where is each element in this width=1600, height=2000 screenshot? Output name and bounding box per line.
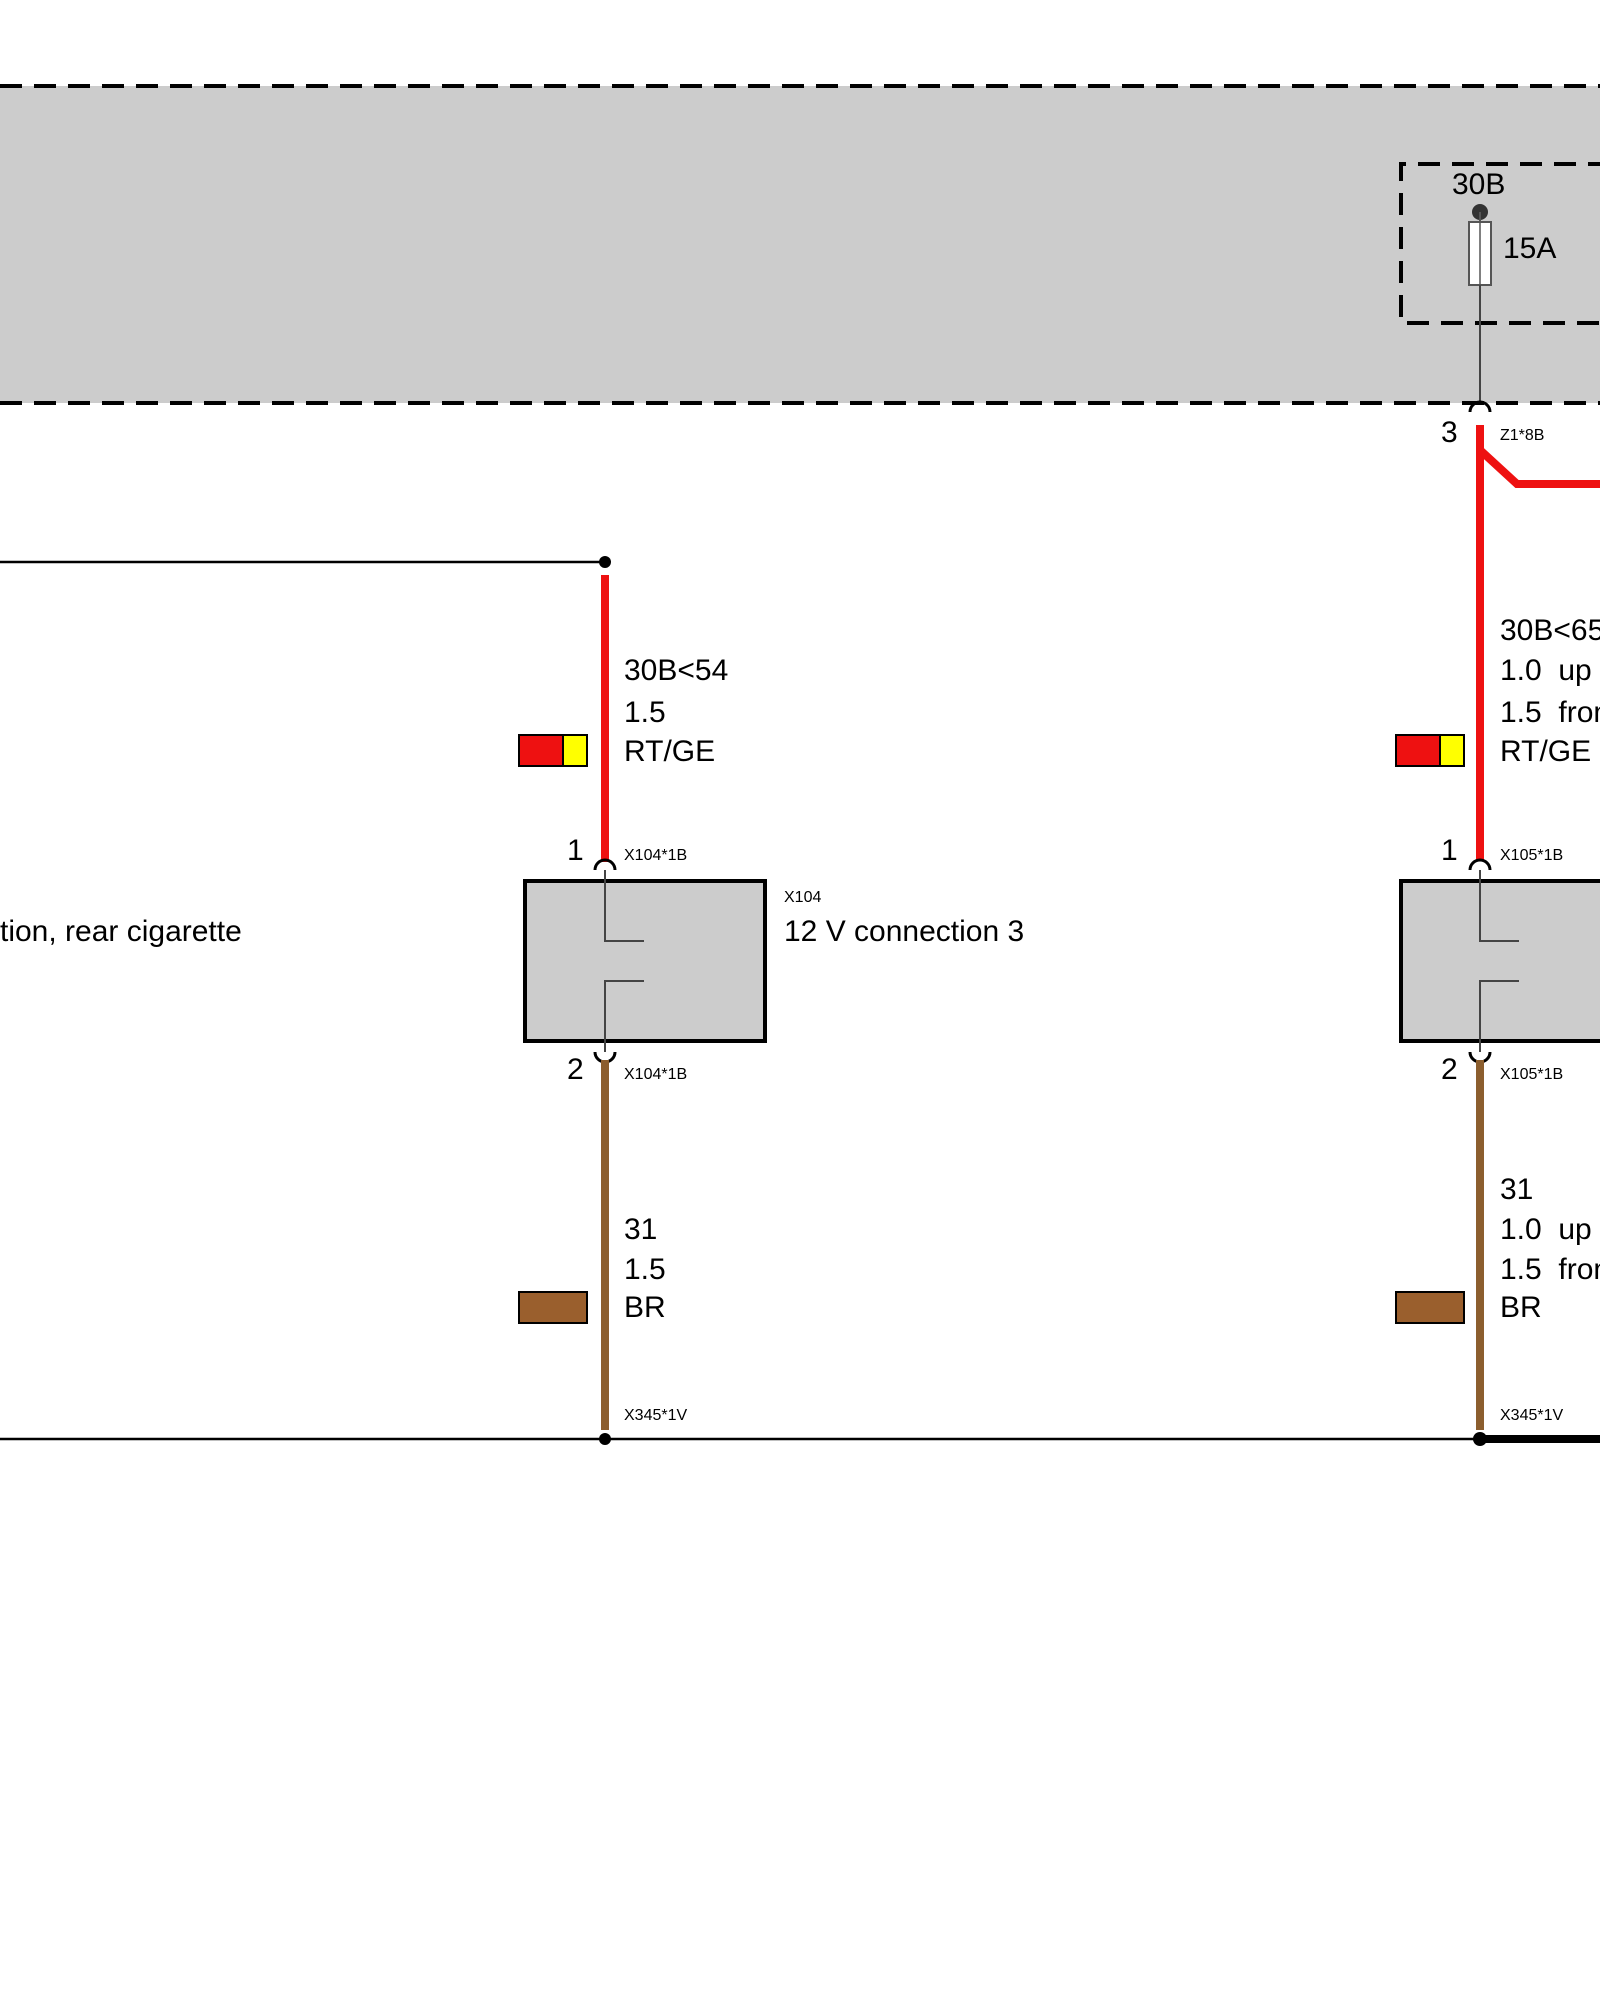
ground-bus [0, 1432, 1600, 1446]
right-ground-signal: 31 [1500, 1173, 1533, 1206]
x105-bottom-pin-code: X105*1B [1500, 1066, 1563, 1083]
left-ground-size: 1.5 [624, 1253, 666, 1286]
right-supply-wire [1476, 425, 1600, 860]
junction-dot [599, 1433, 611, 1445]
fuse-terminal-label: 30B [1452, 168, 1505, 201]
x104-bottom-pin-number: 2 [567, 1053, 584, 1086]
right-ground-code: X345*1V [1500, 1407, 1563, 1424]
x104-contact-top [604, 870, 644, 942]
right-ground-labels: 31 1.0 up 1.5 from BR X345*1V [1395, 1173, 1600, 1424]
fuse-rating-label: 15A [1503, 232, 1556, 265]
control-unit-panel [0, 84, 1600, 405]
junction-dot [599, 556, 611, 568]
connector-x105: 1 X105*1B 2 X105*1B [1399, 834, 1600, 1086]
z1-pin: 3 Z1*8B [1441, 400, 1544, 449]
x104-contact-bottom [604, 980, 644, 1052]
x105-bottom-pin-number: 2 [1441, 1053, 1458, 1086]
left-supply-color: RT/GE [624, 735, 715, 768]
x104-top-pin-number: 1 [567, 834, 584, 867]
x104-top-pin-code: X104*1B [624, 847, 687, 864]
junction-dot [1473, 1432, 1487, 1446]
rear-cigarette-label: tion, rear cigarette [0, 915, 242, 948]
z1-pin-number: 3 [1441, 416, 1458, 449]
left-supply-labels: 30B<54 1.5 RT/GE [518, 654, 728, 768]
fuse-box: 30B 15A [1399, 162, 1600, 403]
z1-pin-code: Z1*8B [1500, 427, 1544, 444]
x105-contact-bottom [1479, 980, 1519, 1052]
left-ground-labels: 31 1.5 BR X345*1V [518, 1213, 687, 1424]
right-supply-size-2: 1.5 from [1500, 696, 1600, 729]
red-yellow-swatch [1395, 734, 1465, 767]
right-supply-labels: 30B<65 1.0 up 1.5 from RT/GE [1395, 614, 1600, 768]
x105-contact-top [1479, 870, 1519, 942]
x104-component-code: X104 [784, 889, 821, 906]
right-supply-size-1: 1.0 up [1500, 654, 1592, 687]
connector-x104: 1 X104*1B 2 X104*1B X104 12 V connection… [523, 834, 1024, 1086]
x105-top-pin-number: 1 [1441, 834, 1458, 867]
right-ground-size-2: 1.5 from [1500, 1253, 1600, 1286]
pin-socket-icon [593, 858, 617, 871]
red-yellow-swatch [518, 734, 588, 767]
right-supply-signal: 30B<65 [1500, 614, 1600, 647]
x104-body [523, 879, 767, 1043]
right-ground-color: BR [1500, 1291, 1542, 1324]
right-ground-size-1: 1.0 up [1500, 1213, 1592, 1246]
right-supply-color: RT/GE [1500, 735, 1591, 768]
left-ground-code: X345*1V [624, 1407, 687, 1424]
left-ground-color: BR [624, 1291, 666, 1324]
brown-swatch [1395, 1291, 1465, 1324]
x105-top-pin-code: X105*1B [1500, 847, 1563, 864]
left-ground-signal: 31 [624, 1213, 657, 1246]
pin-socket-icon [1468, 400, 1492, 413]
left-supply-signal: 30B<54 [624, 654, 728, 687]
x105-body [1399, 879, 1600, 1043]
x104-bottom-pin-code: X104*1B [624, 1066, 687, 1083]
top-supply-bus [0, 556, 611, 568]
left-supply-size: 1.5 [624, 696, 666, 729]
brown-swatch [518, 1291, 588, 1324]
pin-socket-icon [1468, 858, 1492, 871]
x104-component-label: 12 V connection 3 [784, 915, 1024, 948]
